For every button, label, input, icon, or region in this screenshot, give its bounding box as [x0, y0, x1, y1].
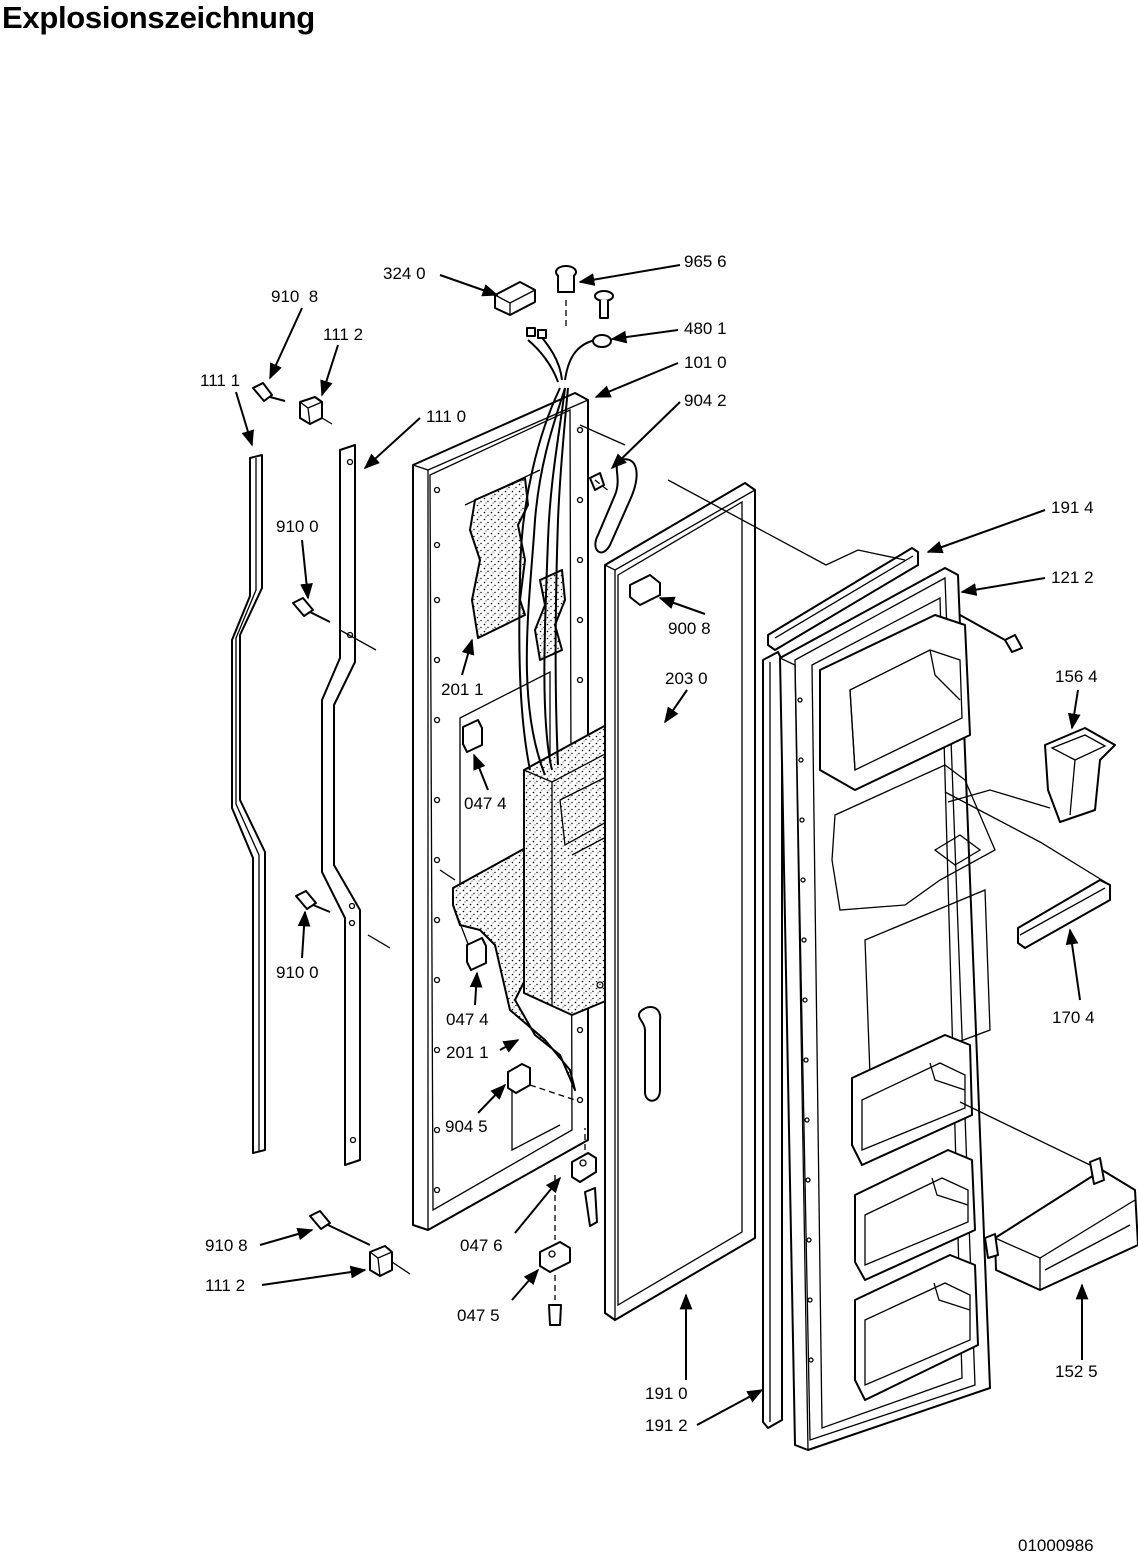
assembly-guide-lines [579, 424, 1111, 1166]
hinge-pin-047-6-part [571, 1128, 598, 1227]
drain-tube-lower-part [638, 1005, 662, 1102]
wire-harness-part [518, 327, 612, 776]
label-910-0-upper: 910 0 [276, 517, 319, 536]
label-900-8: 900 8 [668, 619, 711, 638]
label-152-5: 152 5 [1055, 1362, 1098, 1381]
bracket-047-4-lower-part [457, 917, 487, 971]
door-liner-shelves-part [819, 614, 996, 1401]
label-904-2: 904 2 [684, 391, 727, 410]
label-047-4-lower: 047 4 [446, 1010, 489, 1029]
shelf-152-5-part [984, 1157, 1138, 1291]
label-480-1: 480 1 [684, 319, 727, 338]
hinge-bar-part [321, 444, 361, 1166]
label-201-1-lower: 201 1 [446, 1043, 489, 1062]
label-111-1: 111 1 [200, 371, 240, 390]
label-047-5: 047 5 [457, 1306, 500, 1325]
part-labels: 324 0 965 6 910 8 111 2 480 1 101 0 111 … [200, 252, 1098, 1435]
hinge-cap-111-2-top-part [299, 396, 333, 425]
label-203-0: 203 0 [665, 669, 708, 688]
screw-910-0-lower-part [295, 890, 391, 949]
document-number: 01000986 [1018, 1536, 1094, 1555]
hinge-cap-111-2-bottom-part [369, 1245, 411, 1277]
screw-910-0-upper-part [292, 597, 377, 651]
clip-900-8-part [629, 574, 661, 606]
label-121-2: 121 2 [1051, 568, 1094, 587]
label-904-5: 904 5 [445, 1117, 488, 1136]
label-965-6: 965 6 [684, 252, 727, 271]
screw-910-8-bottom-part [309, 1210, 371, 1246]
strip-left-part [231, 454, 266, 1154]
label-324-0: 324 0 [383, 264, 426, 283]
label-170-4: 170 4 [1052, 1008, 1095, 1027]
insulation-foam-201-1-upper-part [469, 477, 529, 639]
parts-drawing [231, 265, 1138, 1451]
screw-121-2-part [959, 614, 1023, 653]
latch-904-5-part [507, 1063, 576, 1152]
label-910-8-bottom: 910 8 [205, 1236, 248, 1255]
chute-156-4-part [1044, 727, 1116, 823]
label-191-4: 191 4 [1051, 498, 1094, 517]
drain-tube-upper-part [594, 458, 638, 554]
label-111-2-top: 111 2 [323, 325, 363, 344]
label-156-4: 156 4 [1055, 667, 1098, 686]
insulation-foam-small-part [534, 569, 566, 661]
label-047-4-upper: 047 4 [464, 794, 507, 813]
plug-965-6-part [555, 265, 577, 330]
screw-910-8-top-part [252, 382, 286, 402]
label-101-0: 101 0 [684, 353, 727, 372]
label-201-1-upper: 201 1 [441, 680, 484, 699]
page-title: Explosionszeichnung [2, 0, 315, 35]
label-111-0: 111 0 [426, 407, 466, 426]
label-047-6: 047 6 [460, 1236, 503, 1255]
label-191-2: 191 2 [645, 1416, 688, 1435]
bracket-047-4-upper-part [462, 719, 483, 753]
door-strip-191-2-part [762, 651, 783, 1429]
top-strip-191-4-part [767, 547, 919, 651]
label-191-0: 191 0 [645, 1384, 688, 1403]
door-gasket-191-0-part [604, 482, 756, 1321]
label-910-8-top: 910 8 [271, 287, 318, 306]
connector-324-0-part [494, 281, 536, 316]
label-111-2-bottom: 111 2 [205, 1276, 245, 1295]
ground-screw-480-1-part [594, 290, 614, 319]
label-910-0-lower: 910 0 [276, 963, 319, 982]
leader-arrows [235, 264, 1089, 1426]
rail-170-4-part [1017, 879, 1111, 949]
